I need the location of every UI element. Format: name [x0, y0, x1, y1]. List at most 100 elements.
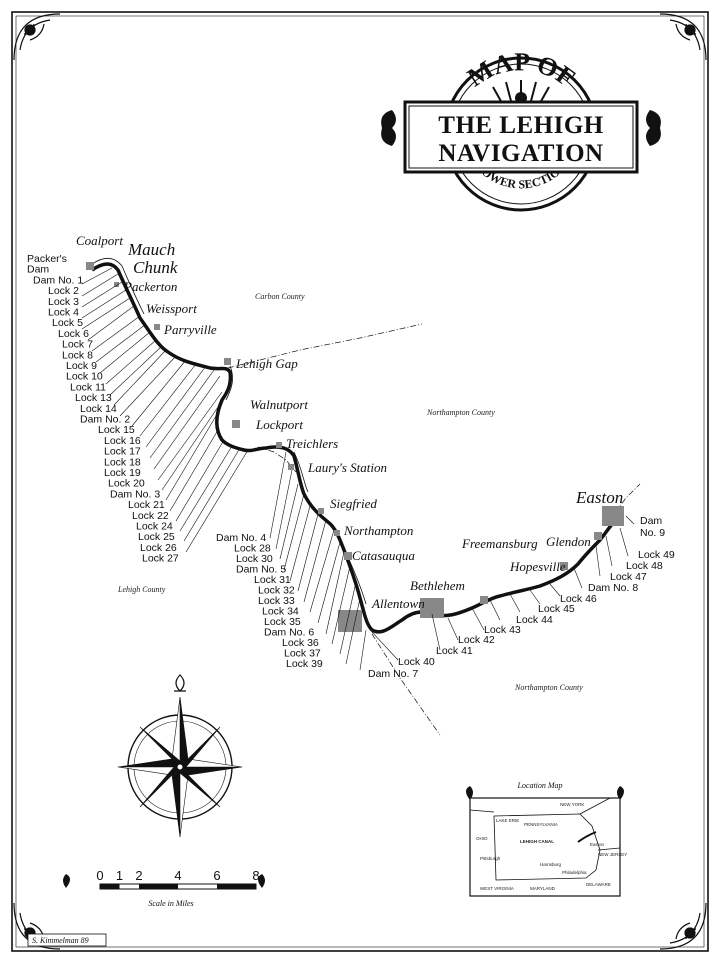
mid-label-3: Dam No. 5	[236, 564, 286, 576]
left-label-10: Lock 9	[66, 360, 97, 372]
town-freemansburg: Freemansburg	[461, 536, 538, 551]
town-hopesville: Hopesville	[509, 559, 566, 574]
mid-label-12: Lock 39	[286, 658, 323, 670]
town-weissport: Weissport	[146, 301, 197, 316]
label-dam-8: Dam No. 8	[588, 582, 638, 594]
mid-label-1: Lock 28	[234, 543, 271, 555]
scale-tick-2: 2	[135, 868, 142, 883]
county-label-lehigh: Lehigh County	[117, 585, 166, 594]
town-laurys-station: Laury's Station	[307, 460, 387, 475]
left-label-28: Lock 27	[142, 553, 179, 565]
left-label-21: Lock 20	[108, 478, 145, 490]
label-lock-41: Lock 41	[436, 645, 473, 657]
town-chunk: Chunk	[133, 258, 178, 277]
left-label-7: Lock 6	[58, 328, 89, 340]
mid-label-6: Lock 33	[258, 595, 295, 607]
mid-label-4: Lock 31	[254, 574, 291, 586]
inset-new-york: NEW YORK	[560, 802, 584, 807]
left-label-5: Lock 4	[48, 307, 79, 319]
left-label-0: Packer's	[27, 253, 67, 265]
inset-easton: Easton	[590, 842, 605, 847]
label-lock-47: Lock 47	[610, 571, 647, 583]
signature-text: S. Kimmelman 89	[32, 936, 89, 945]
label-lock-44: Lock 44	[516, 614, 553, 626]
left-label-27: Lock 26	[140, 542, 177, 554]
town-bethlehem: Bethlehem	[410, 578, 465, 593]
lehigh-river	[91, 257, 624, 634]
label-dam-9-line1: Dam	[640, 515, 662, 527]
scale-tick-1: 1	[116, 868, 123, 883]
location-map-title: Location Map	[516, 781, 562, 790]
scale-tick-4: 6	[213, 868, 220, 883]
left-label-24: Lock 22	[132, 510, 169, 522]
left-label-19: Lock 18	[104, 456, 141, 468]
left-label-11: Lock 10	[66, 371, 103, 383]
label-dam-7: Dam No. 7	[368, 668, 418, 680]
lower-lock-labels: Lock 40 Dam No. 7 Lock 41 Lock 42 Lock 4…	[368, 515, 675, 680]
county-label-carbon: Carbon County	[255, 292, 305, 301]
inset-pittsburgh: Pittsburgh	[480, 856, 501, 861]
town-mauch: Mauch	[127, 240, 175, 259]
left-label-4: Lock 3	[48, 296, 79, 308]
left-label-25: Lock 24	[136, 521, 173, 533]
town-lockport: Lockport	[255, 417, 303, 432]
label-lock-42: Lock 42	[458, 634, 495, 646]
mid-label-5: Lock 32	[258, 585, 295, 597]
county-label-northampton: Northampton County	[426, 408, 495, 417]
town-northampton: Northampton	[343, 523, 413, 538]
town-walnutport: Walnutport	[250, 397, 308, 412]
mid-label-9: Dam No. 6	[264, 627, 314, 639]
county-boundaries	[227, 323, 641, 736]
title-cartouche: MAP OF LOWER SECTION THE LEHIGH NAVIGATI…	[381, 47, 661, 212]
scale-caption: Scale in Miles	[148, 899, 193, 908]
town-parryville: Parryville	[163, 322, 217, 337]
left-label-14: Lock 14	[80, 403, 117, 415]
mid-label-2: Lock 30	[236, 553, 273, 565]
inset-pennsylvania: PENNSYLVANIA	[524, 822, 558, 827]
town-allentown: Allentown	[371, 596, 425, 611]
left-label-16: Lock 15	[98, 424, 135, 436]
left-label-3: Lock 2	[48, 285, 79, 297]
label-lock-48: Lock 48	[626, 560, 663, 572]
left-label-17: Lock 16	[104, 435, 141, 447]
label-lock-40: Lock 40	[398, 656, 435, 668]
inset-ohio: OHIO	[476, 836, 488, 841]
scale-tick-0: 0	[96, 868, 103, 883]
town-siegfried: Siegfried	[330, 496, 377, 511]
title-line-1: THE LEHIGH	[438, 112, 604, 139]
inset-philadelphia: Philadelphia	[562, 870, 587, 875]
left-label-6: Lock 5	[52, 317, 83, 329]
left-label-8: Lock 7	[62, 339, 93, 351]
label-lock-46: Lock 46	[560, 593, 597, 605]
inset-lake-erie: LAKE ERIE	[496, 818, 519, 823]
mid-label-10: Lock 36	[282, 637, 319, 649]
town-labels: Coalport Mauch Chunk Packerton Weissport…	[76, 233, 623, 611]
inset-new-jersey: NEW JERSEY	[598, 852, 627, 857]
left-label-1: Dam	[27, 264, 49, 276]
mid-label-7: Lock 34	[262, 606, 299, 618]
mid-label-0: Dam No. 4	[216, 532, 266, 544]
left-label-15: Dam No. 2	[80, 414, 130, 426]
location-map-inset: Location Map LAKE ERIE NEW YORK PENNSYLV…	[466, 781, 627, 897]
inset-maryland: MARYLAND	[530, 886, 556, 891]
town-treichlers: Treichlers	[286, 436, 338, 451]
label-lock-49: Lock 49	[638, 549, 675, 561]
mid-label-11: Lock 37	[284, 648, 321, 660]
left-label-23: Lock 21	[128, 499, 165, 511]
label-lock-43: Lock 43	[484, 624, 521, 636]
scale-tick-3: 4	[174, 868, 181, 883]
town-glendon: Glendon	[546, 534, 591, 549]
corner-ornaments	[13, 13, 707, 950]
left-label-13: Lock 13	[75, 392, 112, 404]
left-label-22: Dam No. 3	[110, 488, 160, 500]
inset-harrisburg: Harrisburg	[540, 862, 562, 867]
left-label-18: Lock 17	[104, 446, 141, 458]
town-easton: Easton	[575, 488, 623, 507]
left-label-9: Lock 8	[62, 349, 93, 361]
inset-west-virginia: WEST VIRGINIA	[480, 886, 514, 891]
